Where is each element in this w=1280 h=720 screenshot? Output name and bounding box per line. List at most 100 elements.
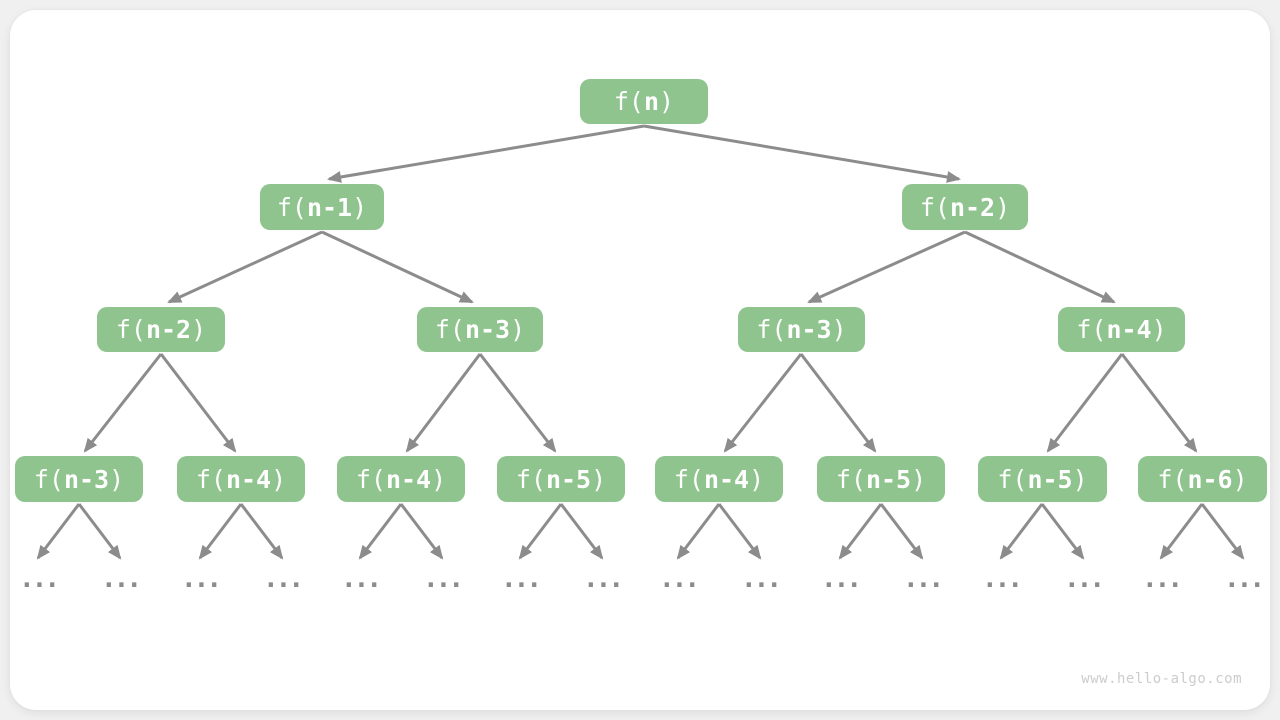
- node-label-pre: f(: [276, 192, 307, 222]
- ellipsis: ...: [1142, 564, 1183, 594]
- node-label-post: ): [191, 315, 207, 344]
- edge-arrow: [676, 503, 721, 560]
- edge-arrow: [1046, 353, 1124, 453]
- node-label-pre: f(: [434, 315, 465, 344]
- node-label-post: ): [591, 464, 607, 494]
- edge-arrow: [723, 353, 803, 453]
- tree-node: f(n-4): [177, 456, 305, 502]
- edge-arrow: [1120, 353, 1198, 453]
- edge-arrow: [83, 353, 163, 453]
- tree-node: f(n-2): [97, 307, 225, 352]
- ellipsis: ...: [659, 564, 700, 594]
- node-label-post: ): [1232, 464, 1248, 494]
- edge-arrow: [518, 503, 563, 560]
- edge-arrow: [717, 503, 762, 560]
- node-label-pre: f(: [115, 315, 146, 344]
- node-label-arg: n-3: [786, 315, 832, 344]
- edge-arrow: [405, 353, 482, 453]
- edge-arrow: [239, 503, 284, 560]
- edge-arrow: [807, 230, 966, 304]
- tree-node: f(n-4): [655, 456, 783, 502]
- edge-group: [36, 124, 1245, 560]
- node-label-pre: f(: [673, 464, 704, 494]
- node-label-pre: f(: [613, 87, 644, 116]
- ellipsis: ...: [741, 564, 782, 594]
- node-label-pre: f(: [195, 464, 226, 494]
- ellipsis: ...: [501, 564, 542, 594]
- node-label-arg: n: [643, 87, 660, 116]
- node-label-arg: n-5: [1027, 464, 1073, 494]
- ellipsis: ...: [341, 564, 382, 594]
- tree-node: f(n-2): [902, 184, 1028, 230]
- node-label-post: ): [1151, 315, 1167, 344]
- edge-arrow: [999, 503, 1044, 560]
- edge-arrow: [478, 353, 557, 453]
- node-label-pre: f(: [355, 464, 386, 494]
- node-label-arg: n-2: [949, 192, 996, 222]
- watermark-text: www.hello-algo.com: [1081, 671, 1242, 687]
- edge-arrow: [559, 503, 604, 560]
- ellipsis: ...: [423, 564, 464, 594]
- node-label-arg: n-1: [306, 192, 353, 222]
- node-label-arg: n-6: [1187, 464, 1233, 494]
- tree-node: f(n-4): [1058, 307, 1185, 352]
- ellipsis: ...: [19, 564, 60, 594]
- node-label-post: ): [995, 192, 1011, 222]
- node-label-pre: f(: [1157, 464, 1188, 494]
- edge-arrow: [321, 230, 474, 304]
- node-label-post: ): [749, 464, 765, 494]
- edge-arrow: [198, 503, 243, 560]
- ellipsis: ...: [181, 564, 222, 594]
- node-label-pre: f(: [997, 464, 1028, 494]
- edge-arrow: [1040, 503, 1085, 560]
- edge-arrow: [327, 124, 645, 183]
- ellipsis: ...: [903, 564, 944, 594]
- edge-arrow: [77, 503, 122, 560]
- edge-arrow: [964, 230, 1116, 304]
- tree-node: f(n-5): [817, 456, 945, 502]
- node-label-post: ): [352, 192, 368, 222]
- ellipsis: ...: [101, 564, 142, 594]
- node-label-arg: n-5: [545, 464, 592, 494]
- tree-node: f(n-3): [417, 307, 543, 352]
- node-label-pre: f(: [33, 464, 64, 494]
- tree-node: f(n-5): [497, 456, 625, 502]
- ellipsis: ...: [583, 564, 624, 594]
- node-label-arg: n-4: [1106, 315, 1152, 344]
- edge-arrow: [1200, 503, 1245, 560]
- node-label-arg: n-3: [464, 315, 511, 344]
- node-label-post: ): [1072, 464, 1088, 494]
- tree-node: f(n-1): [260, 184, 384, 230]
- node-label-post: ): [109, 464, 125, 494]
- node-label-pre: f(: [515, 464, 546, 494]
- edge-arrow: [643, 124, 961, 183]
- node-label-post: ): [510, 315, 526, 344]
- edge-arrow: [1159, 503, 1204, 560]
- edge-arrow: [167, 230, 323, 304]
- edge-arrow: [399, 503, 444, 560]
- node-label-arg: n-4: [225, 464, 272, 494]
- node-label-post: ): [911, 464, 927, 494]
- node-label-pre: f(: [756, 315, 787, 344]
- edge-arrow: [36, 503, 81, 560]
- edge-arrow: [159, 353, 237, 453]
- node-label-post: ): [431, 464, 447, 494]
- edge-arrow: [799, 353, 877, 453]
- tree-node: f(n-3): [15, 456, 143, 502]
- ellipsis: ...: [1224, 564, 1265, 594]
- node-label-pre: f(: [835, 464, 866, 494]
- ellipsis: ...: [263, 564, 304, 594]
- edge-arrow: [838, 503, 883, 560]
- node-label-post: ): [271, 464, 287, 494]
- tree-node: f(n-5): [978, 456, 1107, 502]
- tree-node: f(n-6): [1138, 456, 1267, 502]
- ellipsis: ...: [982, 564, 1023, 594]
- node-label-pre: f(: [919, 192, 950, 222]
- edge-arrow: [879, 503, 924, 560]
- node-label-arg: n-4: [703, 464, 750, 494]
- node-label-arg: n-4: [385, 464, 432, 494]
- node-label-post: ): [831, 315, 847, 344]
- tree-node: f(n-3): [738, 307, 865, 352]
- node-label-arg: n-2: [145, 315, 192, 344]
